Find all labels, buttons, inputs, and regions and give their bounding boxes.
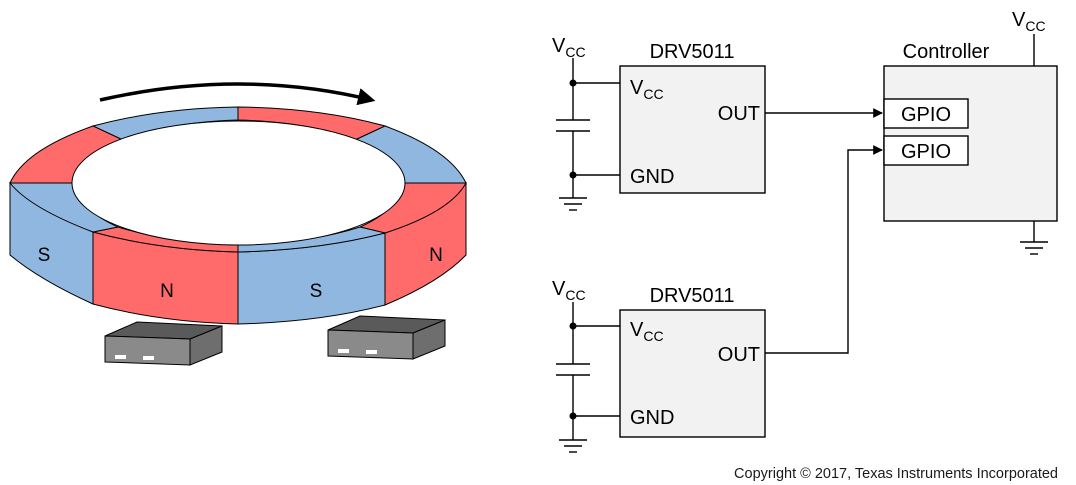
sensor-ic-right-icon xyxy=(327,315,446,360)
gpio-pin-1-label: GPIO xyxy=(901,104,951,126)
drv5011-bottom-title: DRV5011 xyxy=(650,285,735,307)
signal-wire-bottom xyxy=(765,145,883,354)
sensor-ic-left-icon xyxy=(104,321,223,366)
ground-icon xyxy=(1020,241,1048,255)
gpio-pin-2-label: GPIO xyxy=(901,141,951,163)
sensor-bottom-circuit: VCC DRV5011 VCC OUT GND xyxy=(552,145,883,453)
drv5011-top-title: DRV5011 xyxy=(650,41,735,63)
supply-vcc-top: VCC xyxy=(552,35,586,60)
drv5011-bottom-block xyxy=(619,309,766,438)
gpio-pin-2 xyxy=(883,135,969,166)
sensor-top-circuit: VCC DRV5011 VCC OUT GND xyxy=(552,35,883,211)
magnet-inner-hole xyxy=(71,120,406,246)
drv5011-top-vcc-pin: VCC xyxy=(630,77,664,102)
drv5011-top-out-pin: OUT xyxy=(718,103,760,125)
gpio-pin-1 xyxy=(883,98,969,129)
drv5011-top-gnd-pin: GND xyxy=(630,166,674,188)
drv5011-bottom-out-pin: OUT xyxy=(718,344,760,366)
pole-label-3: S xyxy=(310,281,323,302)
supply-vcc-bottom: VCC xyxy=(552,278,586,303)
ground-icon xyxy=(559,197,587,211)
controller-title: Controller xyxy=(903,41,990,63)
pole-label-2: N xyxy=(160,281,174,302)
copyright-notice: Copyright © 2017, Texas Instruments Inco… xyxy=(734,466,1058,482)
controller-circuit: Controller VCC GPIO GPIO xyxy=(883,9,1058,255)
drv5011-top-block xyxy=(619,65,766,194)
pole-label-1: S xyxy=(38,245,51,266)
ground-icon xyxy=(559,439,587,453)
ring-magnet: S N S N xyxy=(8,106,467,325)
rotation-arrow-icon xyxy=(99,82,376,106)
drv5011-bottom-vcc-pin: VCC xyxy=(630,319,664,344)
drv5011-bottom-gnd-pin: GND xyxy=(630,407,674,429)
controller-supply-vcc: VCC xyxy=(1012,9,1046,34)
pole-label-4: N xyxy=(429,245,443,266)
